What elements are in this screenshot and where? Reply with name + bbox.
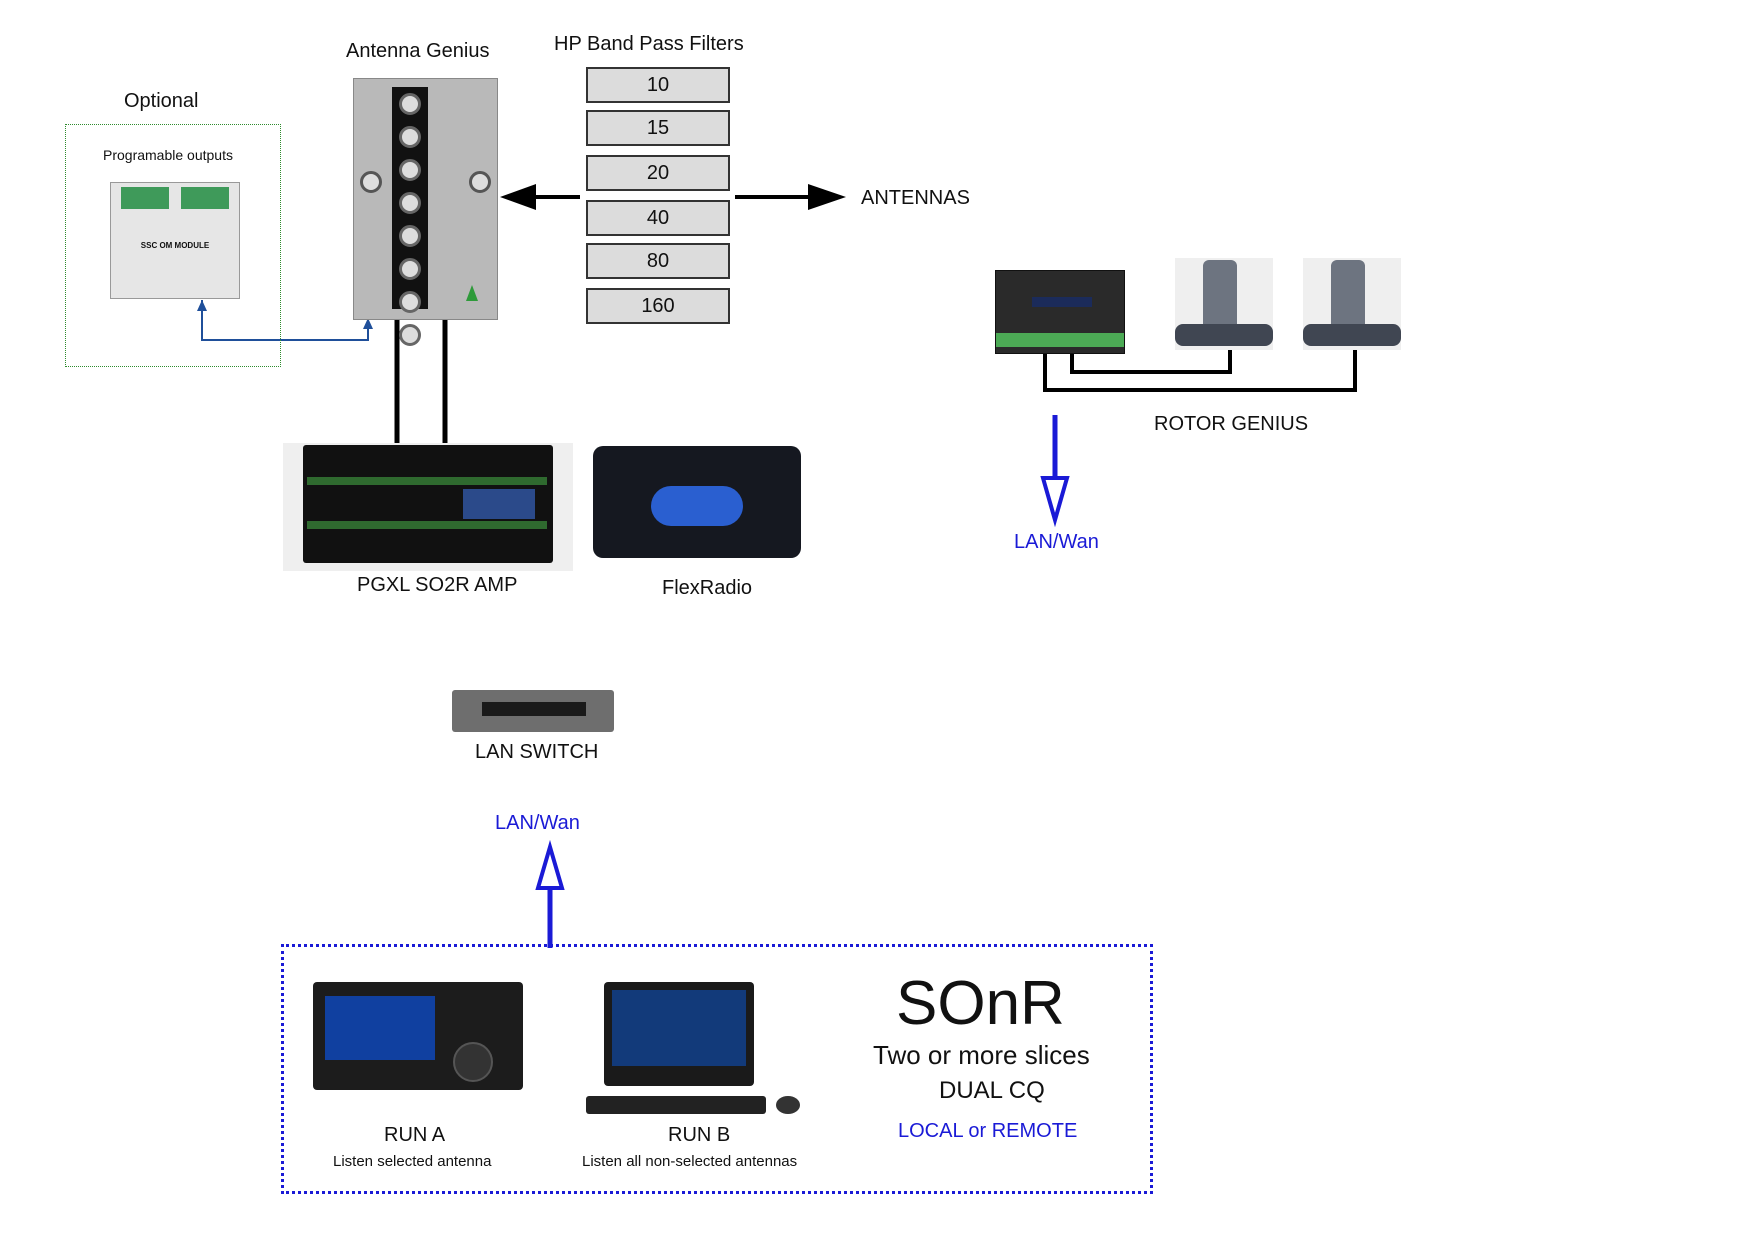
lan-switch-label: LAN SWITCH [475,741,599,763]
optional-title: Optional [124,90,199,112]
connector-column [399,93,421,346]
switch-lan-label: LAN/Wan [495,812,580,834]
run-a-label: RUN A [384,1124,446,1146]
filters-title: HP Band Pass Filters [554,33,744,55]
keyboard [586,1096,766,1114]
sonr-mode: LOCAL or REMOTE [898,1120,1078,1142]
arrow-left-icon [500,184,536,210]
run-b-caption: Listen all non-selected antennas [582,1153,798,1170]
optional-box [65,124,281,367]
flex-label: FlexRadio [662,577,753,599]
antennas-label: ANTENNAS [861,187,970,209]
amp-label: PGXL SO2R AMP [357,574,518,596]
module-label: SSC OM MODULE [140,241,210,250]
sonr-title: SOnR [896,969,1065,1038]
flexradio-unit [585,442,807,572]
all-in-one-pc [604,982,754,1086]
mouse [776,1096,800,1114]
operator-box [281,944,1153,1194]
rotor-motor-1 [1175,258,1273,350]
lan-switch [452,690,614,732]
ssc-om-module: SSC OM MODULE [110,182,240,299]
sonr-line1: Two or more slices [873,1040,1090,1070]
sonr-line2: DUAL CQ [939,1077,1045,1104]
logo-icon [466,285,478,301]
rotor-controller [995,270,1125,354]
optional-subtitle: Programable outputs [103,147,233,163]
run-b-label: RUN B [668,1124,731,1146]
rotor-lan-label: LAN/Wan [1014,531,1099,553]
filter-band-160: 160 [586,288,730,324]
filter-band-40: 40 [586,200,730,236]
filter-band-20: 20 [586,155,730,191]
filter-band-80: 80 [586,243,730,279]
filter-band-15: 15 [586,110,730,146]
rotor-genius-label: ROTOR GENIUS [1154,413,1309,435]
rotor-motor-2 [1303,258,1401,350]
flex-radio-maestro [313,982,523,1090]
filter-band-10: 10 [586,67,730,103]
run-a-caption: Listen selected antenna [333,1153,492,1170]
antenna-genius-title: Antenna Genius [346,40,490,62]
arrow-down-icon [1040,476,1070,528]
arrow-up-icon [535,839,565,890]
pgxl-amp [283,443,573,571]
arrow-right-icon [808,184,846,210]
antenna-genius-unit [353,78,498,346]
